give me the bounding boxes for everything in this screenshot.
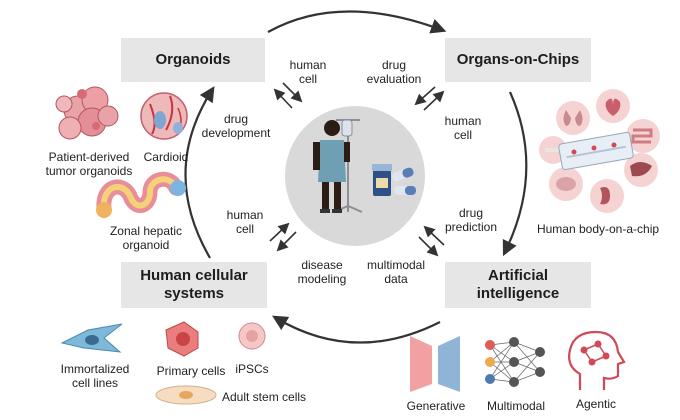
flow-label-human-cell-top: human cell (289, 58, 327, 86)
organoids-box: Organoids (121, 38, 265, 82)
ipsc-icon (238, 322, 266, 350)
body-on-chip-illustration (539, 89, 660, 213)
flow-label-drug-development: drug development (201, 112, 271, 140)
pill-capsule-icon (392, 167, 416, 195)
primary-cell-icon (165, 321, 199, 357)
flow-label-human-cell-left: human cell (226, 208, 264, 236)
flow-label-human-cell-right: human cell (444, 114, 482, 142)
multimodal-label: Multimodal (486, 399, 546, 413)
flow-label-drug-prediction: drug prediction (444, 206, 498, 234)
cycle-arrow-left (184, 86, 215, 259)
cycle-arrow-top (267, 10, 447, 34)
agentic-label: Agentic (575, 397, 617, 411)
cardioid-label: Cardioid (143, 150, 189, 164)
generative-model-icon (410, 336, 460, 392)
artificial-intelligence-box: Artificial intelligence (445, 262, 591, 308)
tumor-organoid-icon (55, 86, 119, 140)
organ-lungs-icon (556, 101, 590, 135)
cycle-arrow-bottom (272, 315, 441, 344)
human-cellular-systems-box: Human cellular systems (121, 262, 267, 308)
medicine-bottle-icon (372, 164, 392, 196)
cycle-arrow-right (502, 91, 528, 257)
cycle-arrows (184, 10, 528, 344)
immortalized-cell-label: Immortalized cell lines (60, 362, 130, 390)
flow-label-disease-modeling: disease modeling (297, 258, 347, 286)
primary-cells-label: Primary cells (156, 364, 226, 378)
hepatic-organoid-icon (96, 171, 186, 218)
adult-stem-cells-label: Adult stem cells (222, 390, 307, 404)
immortalized-cell-icon (60, 323, 123, 353)
adult-stem-cell-icon (155, 385, 217, 405)
agentic-head-icon (568, 330, 626, 390)
flow-arrows (269, 82, 445, 257)
flow-arrow-top-right (414, 86, 445, 111)
tumor-organoids-label: Patient-derived tumor organoids (45, 150, 133, 178)
organs-on-chips-box: Organs-on-Chips (445, 38, 591, 82)
flow-arrow-top-left (273, 82, 303, 109)
flow-label-drug-evaluation: drug evaluation (366, 58, 422, 86)
generative-label: Generative (406, 399, 466, 413)
multimodal-network-icon (485, 337, 545, 387)
ipscs-label: iPSCs (235, 362, 269, 376)
hepatic-organoid-label: Zonal hepatic organoid (109, 224, 183, 252)
flow-arrow-bottom-right (418, 225, 445, 257)
flow-arrow-bottom-left (269, 222, 297, 252)
patient-icon (313, 119, 363, 213)
body-on-chip-label: Human body-on-a-chip (536, 222, 660, 236)
cardioid-icon (140, 92, 188, 140)
flow-label-multimodal-data: multimodal data (366, 258, 426, 286)
